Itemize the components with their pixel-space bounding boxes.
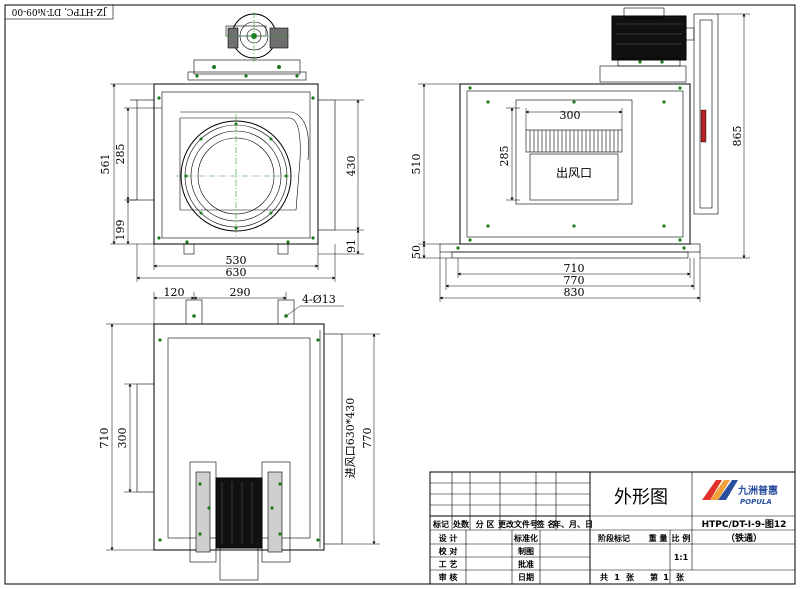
side-dim-865: 865	[731, 126, 744, 147]
tb-stage-mark: 阶段标记	[598, 533, 630, 543]
tb-row-drawing: 制图	[518, 546, 534, 556]
tb-row-standard: 标准化	[513, 533, 538, 543]
tb-row-review: 审 核	[439, 572, 458, 582]
tb-row-design: 设 计	[439, 533, 458, 543]
top-dim-770: 770	[361, 428, 374, 449]
header-code-box: JZ-HTPC, DT-№09-00	[4, 4, 114, 20]
tb-header-5: 年、月、日	[553, 519, 593, 529]
side-dim-300: 300	[560, 109, 581, 122]
tb-row-process: 工 艺	[439, 559, 458, 569]
tb-header-2: 分 区	[476, 519, 495, 529]
drawing-name: 外形图	[614, 487, 668, 508]
side-view: 出风口 300 285 510 50 865	[410, 7, 750, 302]
front-dim-561: 561	[99, 154, 112, 175]
logo-text: 九洲普惠	[737, 484, 778, 497]
front-dim-430: 430	[345, 156, 358, 177]
drawing-border	[4, 4, 796, 585]
tb-row-check: 校 对	[439, 546, 458, 556]
front-motor-icon	[225, 12, 290, 62]
front-dim-630: 630	[226, 266, 247, 279]
tb-row-date: 日期	[518, 572, 534, 582]
side-dim-50: 50	[410, 245, 423, 259]
tb-scale-label: 比 例	[672, 533, 691, 543]
side-dim-710: 710	[564, 262, 585, 275]
front-dim-91: 91	[345, 239, 358, 253]
tb-scale-value: 1:1	[674, 553, 689, 562]
side-dim-830: 830	[564, 286, 585, 299]
popula-logo-icon: 九洲普惠 POPULA	[702, 480, 778, 506]
tb-sheet-no-num: 1	[663, 573, 669, 582]
outlet-fan-blades	[529, 130, 619, 152]
tb-row-approve: 批准	[518, 559, 534, 569]
front-dim-285: 285	[114, 144, 127, 165]
top-view: 120 290 4-Ø13 710 300 770 进风口630*430	[98, 286, 380, 581]
tb-sheet-no-unit: 张	[676, 573, 685, 582]
side-dim-510: 510	[410, 154, 423, 175]
title-block: 标记 处数 分 区 更改文件号 签 名 年、月、日 设 计 校 对 工 艺 审 …	[429, 471, 796, 585]
side-dim-770: 770	[564, 274, 585, 287]
top-dim-290: 290	[230, 286, 251, 299]
top-dim-120: 120	[164, 286, 185, 299]
tb-header-4: 签 名	[536, 519, 556, 529]
top-dim-holes: 4-Ø13	[302, 293, 336, 306]
tb-header-3: 更改文件号	[498, 519, 538, 529]
top-motor-icon	[189, 461, 291, 581]
front-dim-199: 199	[114, 220, 127, 241]
side-dim-285: 285	[498, 146, 511, 167]
front-dim-530: 530	[226, 254, 247, 267]
tb-sheet-total-num: 1	[614, 573, 620, 582]
tb-sheet-total-label: 共	[600, 572, 608, 582]
tb-weight: 重 量	[649, 533, 668, 543]
drawing-sub: （铁通）	[726, 532, 762, 544]
drawing-number: HTPC/DT-I-9-图12	[702, 519, 787, 530]
top-dim-300: 300	[116, 428, 129, 449]
header-code-text: JZ-HTPC, DT-№09-00	[11, 6, 107, 16]
logo-sub: POPULA	[740, 498, 772, 506]
tb-header-0: 标记	[432, 519, 449, 529]
front-view: 530 630 561 285 199 430 91	[99, 12, 364, 282]
top-dim-710: 710	[98, 428, 111, 449]
inlet-label: 进风口630*430	[344, 398, 357, 479]
outlet-label: 出风口	[556, 166, 592, 180]
tb-header-1: 处数	[452, 519, 470, 529]
tb-sheet-no-label: 第	[650, 572, 658, 582]
side-motor-icon	[599, 7, 695, 83]
tb-sheet-total-unit: 张	[626, 573, 635, 582]
